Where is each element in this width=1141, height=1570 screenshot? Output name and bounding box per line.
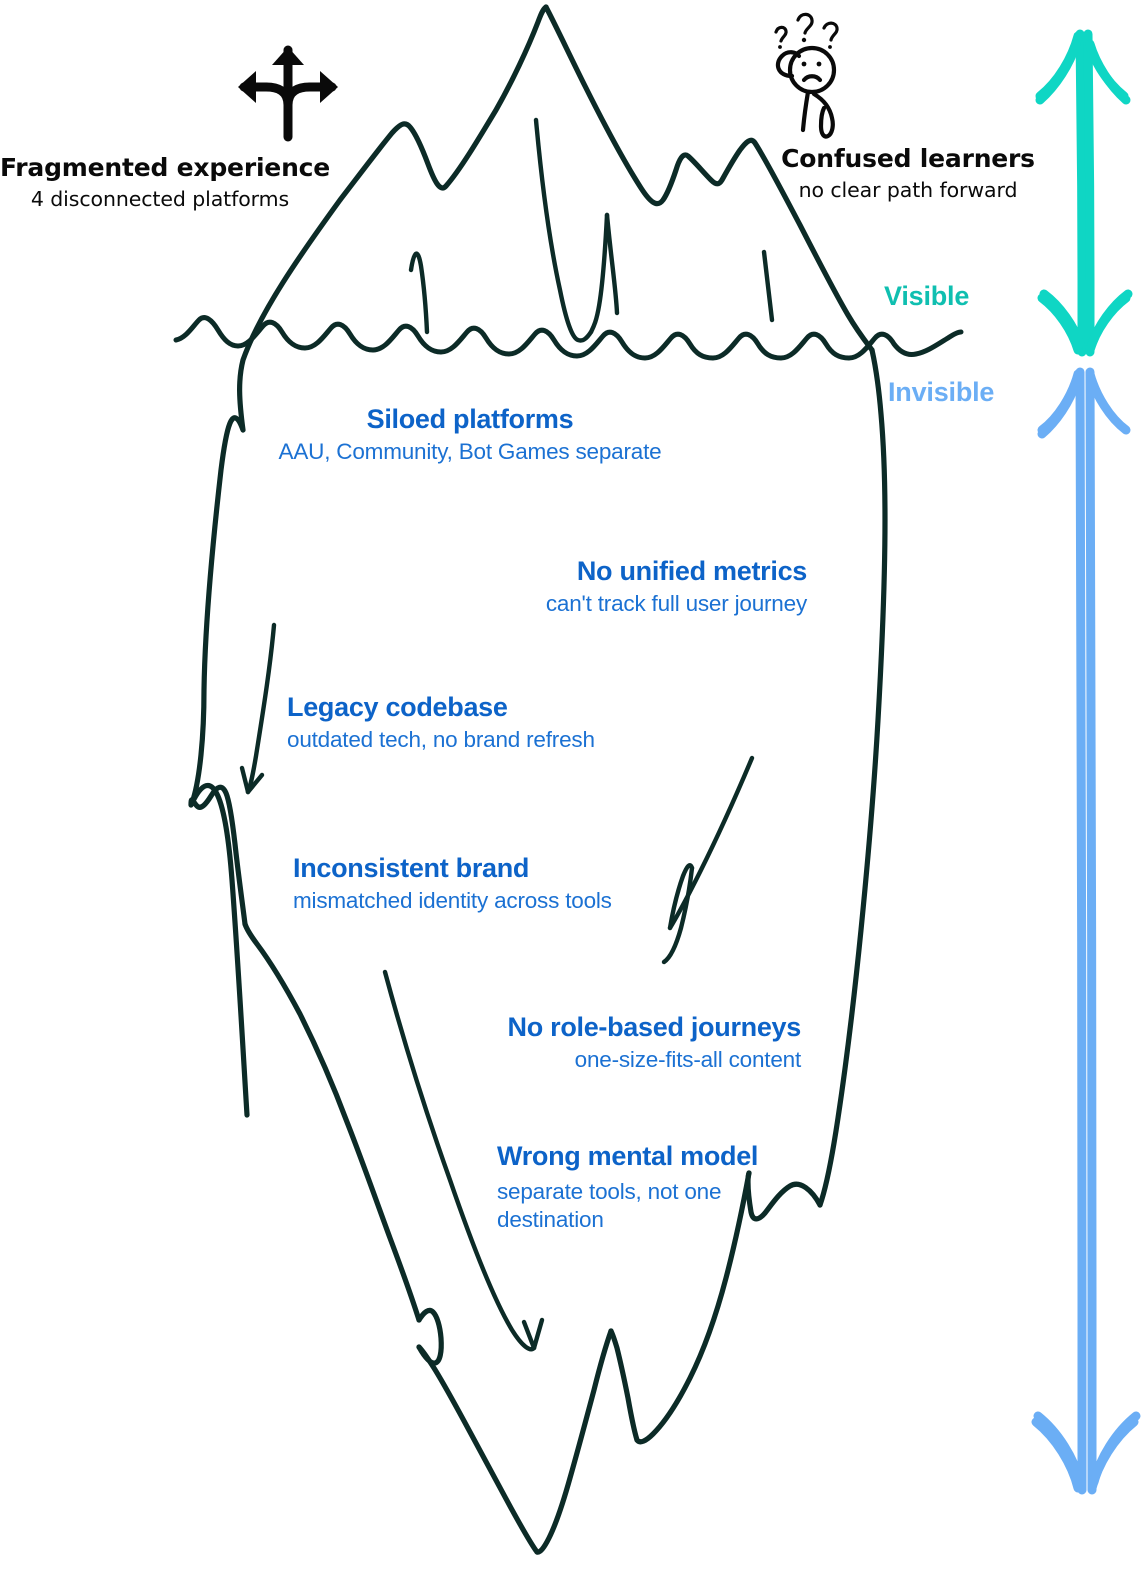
label-subtitle: one-size-fits-all content bbox=[574, 1047, 802, 1072]
iceberg-cracks-below bbox=[239, 622, 755, 1352]
label-title: No role-based journeys bbox=[507, 1012, 802, 1042]
label-inconsistent-brand: Inconsistent brand mismatched identity a… bbox=[293, 855, 693, 913]
label-subtitle: separate tools, not one destination bbox=[497, 1179, 722, 1233]
invisible-range-arrow bbox=[1031, 367, 1141, 1495]
label-subtitle: outdated tech, no brand refresh bbox=[287, 727, 595, 752]
label-subtitle: AAU, Community, Bot Games separate bbox=[278, 439, 662, 464]
visible-legend-label: Visible bbox=[884, 281, 970, 311]
confused-person-icon bbox=[774, 12, 839, 139]
visible-range-arrow bbox=[1035, 29, 1133, 357]
label-title: Confused learners bbox=[781, 144, 1035, 173]
label-confused-learners: Confused learners no clear path forward bbox=[773, 146, 1043, 201]
label-subtitle: mismatched identity across tools bbox=[293, 888, 612, 913]
label-title: Wrong mental model bbox=[497, 1141, 759, 1171]
iceberg-cracks-above bbox=[408, 117, 775, 343]
waterline bbox=[173, 315, 964, 361]
label-wrong-mental-model: Wrong mental model separate tools, not o… bbox=[497, 1141, 759, 1234]
label-legacy-codebase: Legacy codebase outdated tech, no brand … bbox=[287, 694, 687, 752]
label-subtitle: 4 disconnected platforms bbox=[30, 187, 290, 211]
label-no-unified-metrics: No unified metrics can't track full user… bbox=[440, 558, 807, 616]
label-subtitle: no clear path forward bbox=[798, 178, 1018, 202]
label-title: No unified metrics bbox=[576, 556, 807, 586]
label-title: Siloed platforms bbox=[366, 404, 574, 434]
label-siloed-platforms: Siloed platforms AAU, Community, Bot Gam… bbox=[255, 406, 685, 464]
split-arrows-icon bbox=[238, 45, 338, 142]
label-fragmented-experience: Fragmented experience 4 disconnected pla… bbox=[0, 153, 331, 211]
label-title: Inconsistent brand bbox=[293, 853, 530, 883]
label-title: Fragmented experience bbox=[0, 153, 331, 182]
label-no-role-based-journeys: No role-based journeys one-size-fits-all… bbox=[450, 1012, 802, 1072]
iceberg-outline bbox=[188, 4, 888, 1555]
label-subtitle: can't track full user journey bbox=[545, 591, 807, 616]
label-title: Legacy codebase bbox=[287, 692, 508, 722]
invisible-legend-label: Invisible bbox=[888, 377, 995, 407]
